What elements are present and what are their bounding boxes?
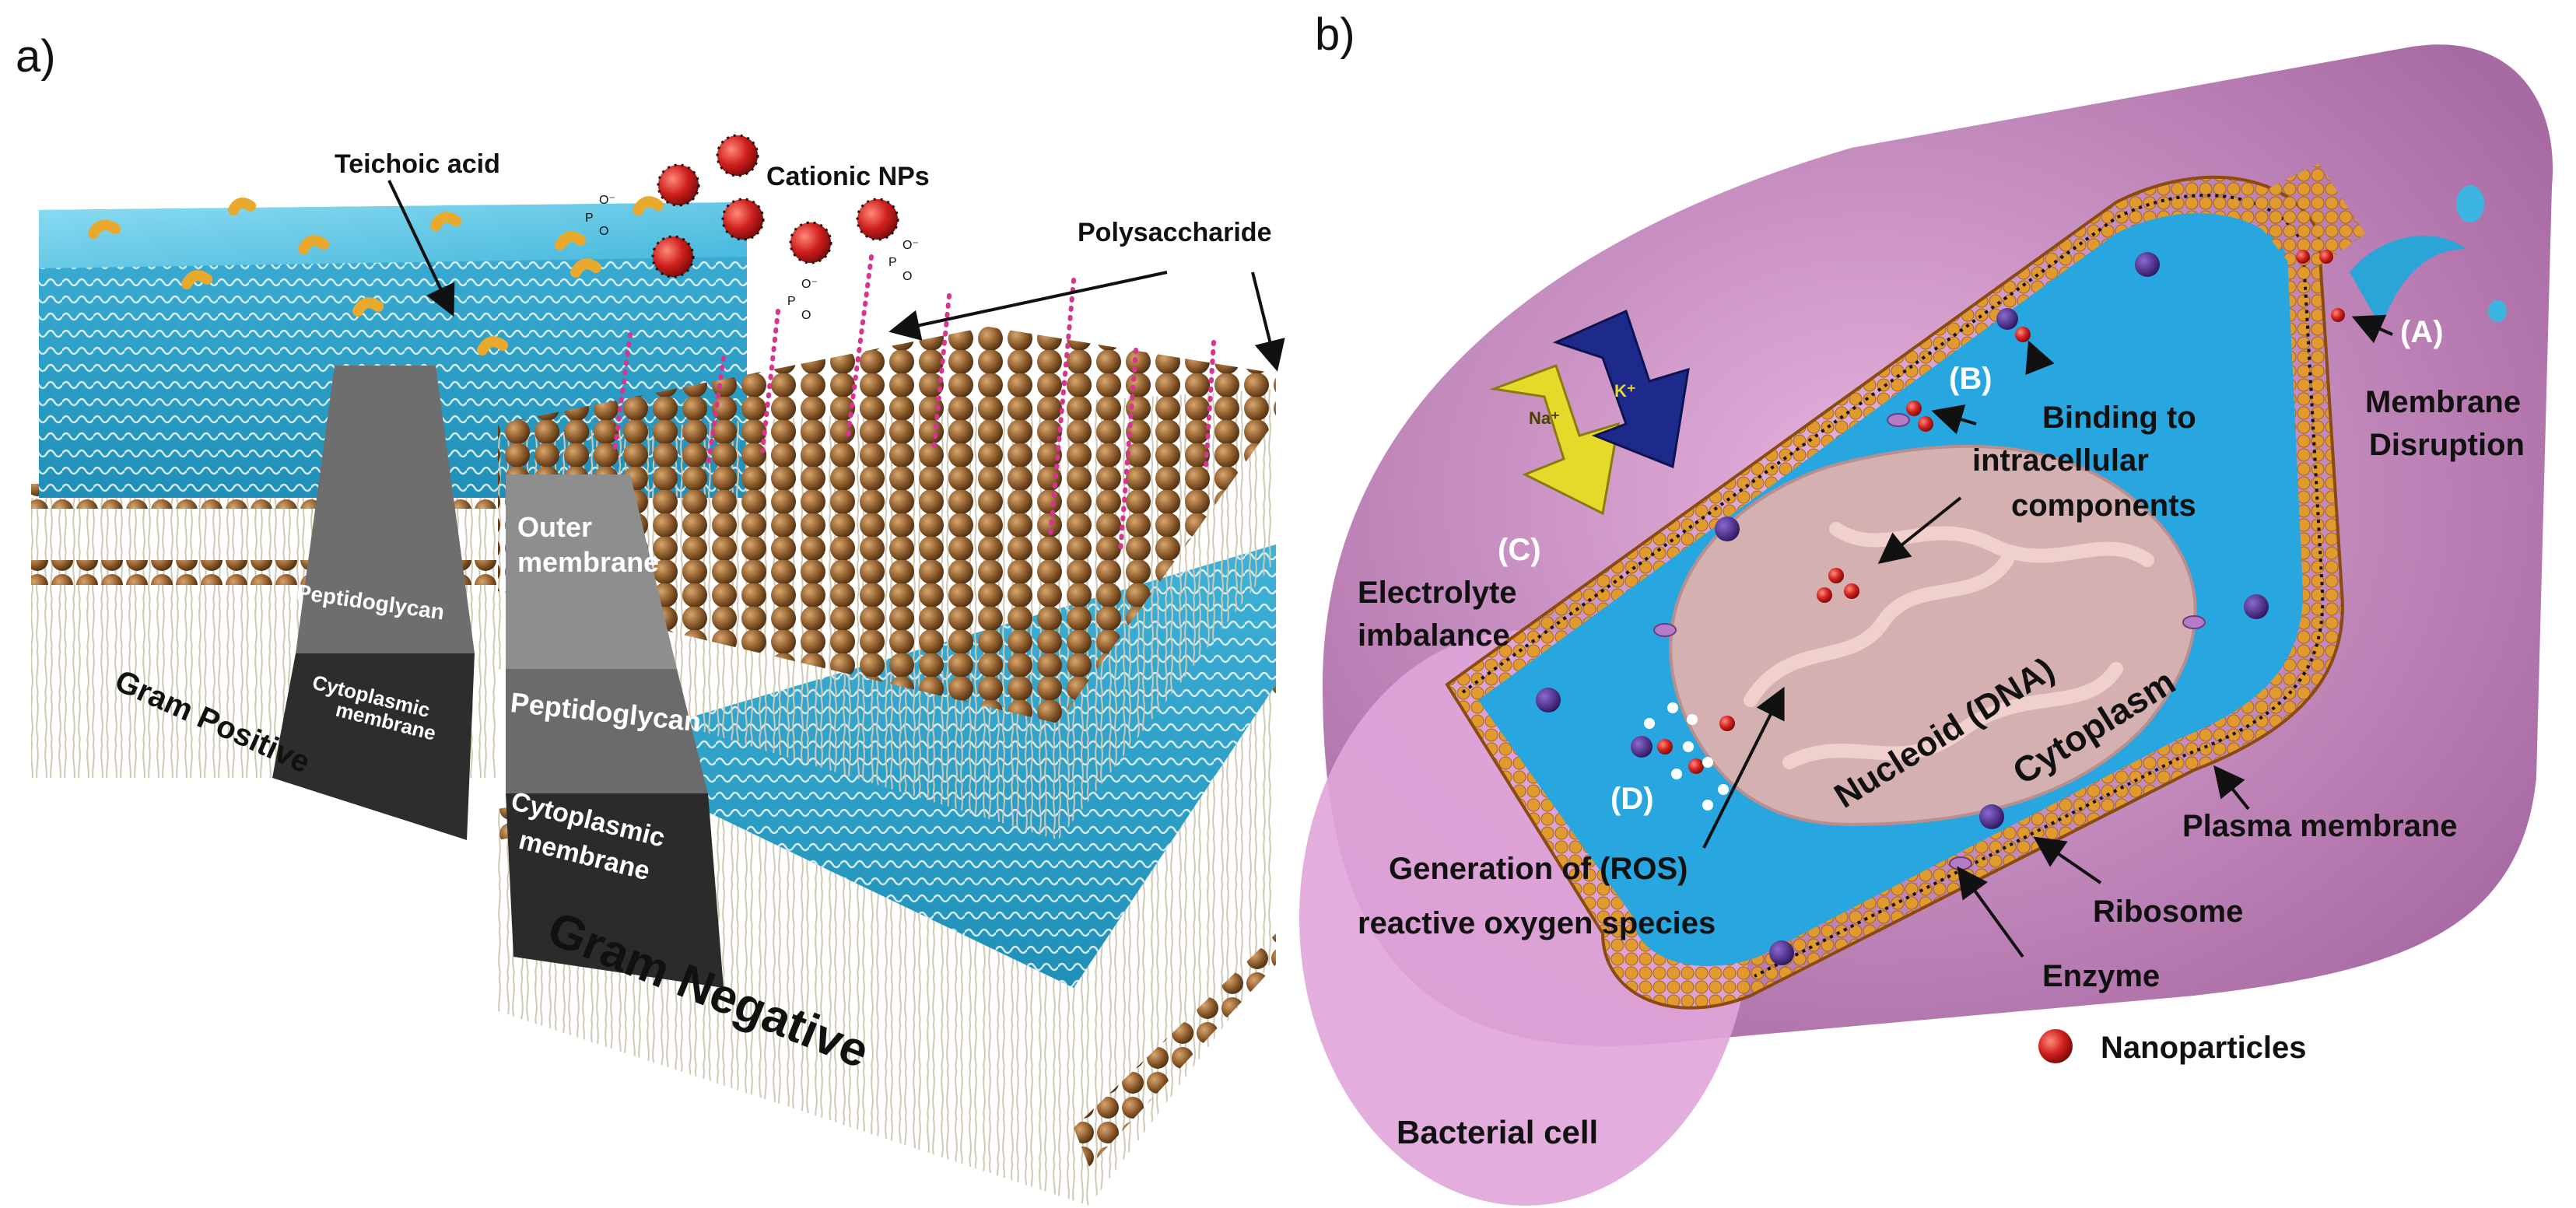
phosphate-o: O xyxy=(902,270,912,283)
leak-droplet-small xyxy=(2488,300,2507,322)
bacterial-cell-label: Bacterial cell xyxy=(1397,1114,1598,1150)
na-ion-label: Na⁺ xyxy=(1529,408,1560,428)
polysaccharide-label: Polysaccharide xyxy=(1078,218,1271,247)
ribosome-arrow xyxy=(2033,836,2102,884)
ros-arrow xyxy=(1702,686,1785,849)
membrane-pore xyxy=(2241,163,2365,280)
phosphate-p: P xyxy=(585,212,594,225)
ribosome xyxy=(1979,804,2004,829)
panel-a-tag: a) xyxy=(16,31,56,82)
membrane-disruption-arrow xyxy=(2351,314,2393,344)
nanoparticle xyxy=(716,134,759,177)
gram-negative-peptidoglycan-cut xyxy=(506,669,708,793)
teichoic-acid-molecules xyxy=(88,196,664,355)
teichoic-acid-label: Teichoic acid xyxy=(335,149,500,179)
panel-b: b) xyxy=(1299,9,2553,1206)
nanoparticle xyxy=(721,198,765,241)
ribosome xyxy=(1996,308,2018,330)
label-d: (D) xyxy=(1610,782,1654,816)
membrane-disruption-label-line1: Membrane xyxy=(2365,385,2521,419)
polysaccharide-arrow-1 xyxy=(888,271,1168,341)
enzyme xyxy=(1653,623,1677,637)
ribosome-label: Ribosome xyxy=(2093,895,2243,929)
nanoparticles-legend-label: Nanoparticles xyxy=(2101,1031,2307,1065)
ros-label-line2: reactive oxygen species xyxy=(1358,906,1716,940)
ribosome xyxy=(1631,736,1652,758)
electrolyte-label-line2: imbalance xyxy=(1358,618,1510,653)
label-a: (A) xyxy=(2400,315,2444,349)
phosphate-o-minus: O⁻ xyxy=(599,194,615,207)
phosphate-group: O⁻ P O xyxy=(585,194,615,238)
gram-negative-cytoplasmic-cut xyxy=(506,793,724,988)
gram-positive-top-face xyxy=(39,202,747,268)
membrane-disruption-label-line2: Disruption xyxy=(2369,428,2525,462)
sodium-ion-arrow: Na⁺ xyxy=(1489,364,1620,516)
gram-negative-block xyxy=(498,254,1276,1206)
plasma-membrane-label: Plasma membrane xyxy=(2182,809,2458,843)
binding-arrow-1 xyxy=(2025,340,2055,376)
gram-positive-cytoplasmic-cut xyxy=(272,653,475,840)
nanoparticle xyxy=(856,198,899,241)
gram-negative-lower-beads-bottom xyxy=(1074,933,1276,1167)
nanoparticle xyxy=(651,235,695,278)
outer-membrane-label-line2: membrane xyxy=(517,546,659,578)
ros-label-line1: Generation of (ROS) xyxy=(1389,852,1688,886)
nanoparticle-legend-icon xyxy=(2038,1029,2073,1063)
binding-arrow-3 xyxy=(1877,496,1962,564)
ribosome xyxy=(1715,516,1740,541)
ribosome xyxy=(2135,252,2160,277)
panel-a: a) xyxy=(16,31,1285,1206)
ribosome xyxy=(1536,688,1561,713)
cationic-nanoparticles xyxy=(651,134,899,278)
enzyme-label: Enzyme xyxy=(2042,959,2160,993)
enzyme xyxy=(1949,856,1972,870)
cationic-nps-label: Cationic NPs xyxy=(766,162,930,191)
cytoplasm-leak xyxy=(2350,236,2466,327)
phosphate-p: P xyxy=(888,256,897,269)
leak-droplet xyxy=(2456,185,2484,222)
ribosome xyxy=(2244,594,2269,619)
gram-positive-peptidoglycan-cut xyxy=(296,366,475,653)
gram-negative-top-beads xyxy=(498,327,1276,482)
enzyme xyxy=(2182,615,2206,629)
panel-b-tag: b) xyxy=(1315,9,1355,60)
nanoparticle xyxy=(789,221,832,264)
polysaccharide-arrow-2 xyxy=(1251,271,1285,372)
ribosome xyxy=(1769,940,1794,965)
ribosomes xyxy=(1536,252,2269,965)
gram-positive-block xyxy=(31,196,747,840)
phosphate-o: O xyxy=(801,309,811,322)
nucleoid-dna xyxy=(1669,444,2197,827)
nanoparticle xyxy=(657,163,700,207)
teichoic-acid-arrow xyxy=(387,180,455,317)
label-c: (C) xyxy=(1498,533,1541,567)
outer-membrane-label-line1: Outer xyxy=(517,511,592,543)
phosphate-group: O⁻ P O xyxy=(787,278,818,322)
phosphate-o: O xyxy=(599,225,608,238)
binding-label-line2: intracellular xyxy=(1972,443,2149,478)
label-b: (B) xyxy=(1949,362,1992,396)
binding-label-line3: components xyxy=(2011,488,2196,523)
gram-negative-outer-cut xyxy=(506,474,677,669)
electrolyte-label-line1: Electrolyte xyxy=(1358,576,1517,610)
phosphate-o-minus: O⁻ xyxy=(801,278,818,291)
internal-nanoparticles xyxy=(1657,250,2345,774)
polysaccharide-chains xyxy=(612,254,1216,555)
k-ion-label: K⁺ xyxy=(1614,381,1636,401)
enzyme-arrow xyxy=(1957,866,2024,958)
ros-dots xyxy=(1644,702,1729,811)
potassium-ion-arrow: K⁺ xyxy=(1552,309,1690,469)
phosphate-o-minus: O⁻ xyxy=(902,239,919,252)
membrane-dotted-line xyxy=(1461,194,2325,978)
phosphate-group: O⁻ P O xyxy=(888,239,919,283)
binding-arrow-2 xyxy=(1931,404,1977,435)
plasma-membrane-arrow xyxy=(2213,765,2250,811)
enzyme xyxy=(1887,413,1910,427)
binding-label-line1: Binding to xyxy=(2042,401,2196,435)
phosphate-p: P xyxy=(787,295,796,308)
